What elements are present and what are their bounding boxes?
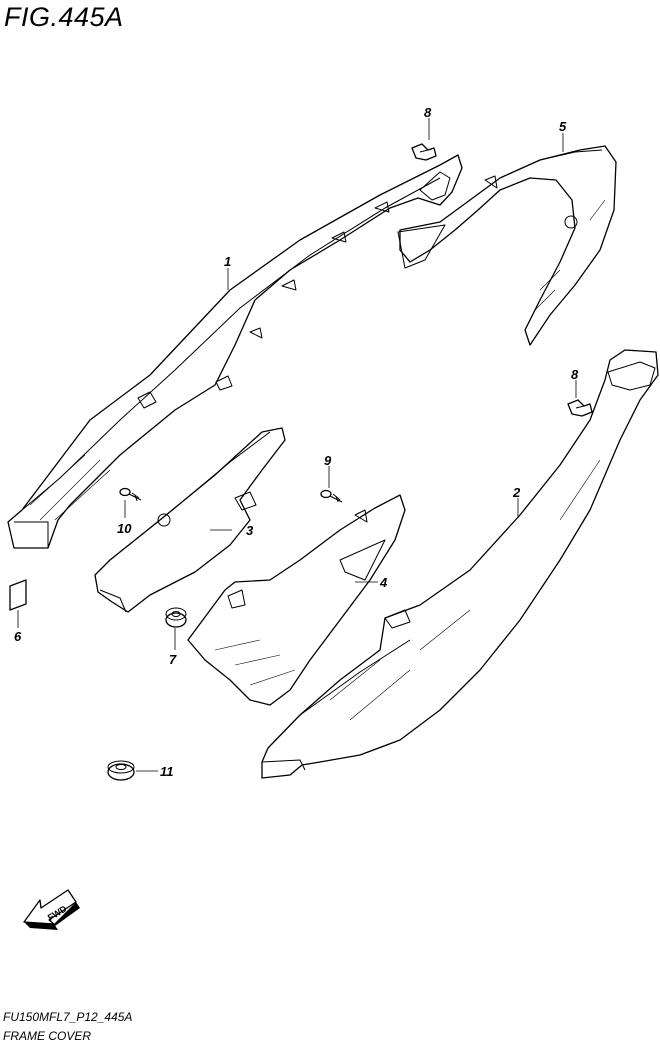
callout-8-lower: 8 bbox=[571, 367, 579, 382]
callout-2: 2 bbox=[512, 485, 521, 500]
part-8-clip-lower[interactable] bbox=[567, 399, 593, 417]
part-10-screw[interactable] bbox=[119, 487, 142, 502]
figure-name: FRAME COVER bbox=[3, 1029, 92, 1043]
callout-11: 11 bbox=[160, 764, 174, 779]
figure-code: FU150MFL7_P12_445A bbox=[3, 1010, 133, 1024]
part-9-screw[interactable] bbox=[320, 489, 343, 503]
callout-9: 9 bbox=[324, 453, 332, 468]
callout-10: 10 bbox=[117, 521, 132, 536]
part-11-cushion[interactable] bbox=[107, 760, 135, 781]
part-3-bracket[interactable] bbox=[94, 427, 286, 613]
callout-7: 7 bbox=[169, 652, 177, 667]
part-8-clip-upper[interactable] bbox=[411, 143, 437, 161]
callout-6: 6 bbox=[14, 629, 22, 644]
fwd-arrow-icon: FWD bbox=[23, 889, 80, 930]
part-5-rear-cover[interactable] bbox=[397, 145, 617, 346]
part-4-side-cover[interactable] bbox=[187, 494, 406, 706]
part-7-grommet[interactable] bbox=[165, 607, 187, 628]
figure-title: FIG.445A bbox=[4, 2, 124, 32]
part-6-pad[interactable] bbox=[9, 579, 27, 611]
callout-3: 3 bbox=[246, 523, 254, 538]
callout-5: 5 bbox=[559, 119, 567, 134]
part-1-left-frame-cover[interactable] bbox=[7, 154, 463, 549]
part-2-right-frame-cover[interactable] bbox=[261, 349, 659, 779]
callout-1: 1 bbox=[224, 254, 231, 269]
callout-8-upper: 8 bbox=[424, 105, 432, 120]
leader-lines bbox=[17, 118, 577, 772]
callout-4: 4 bbox=[379, 575, 388, 590]
